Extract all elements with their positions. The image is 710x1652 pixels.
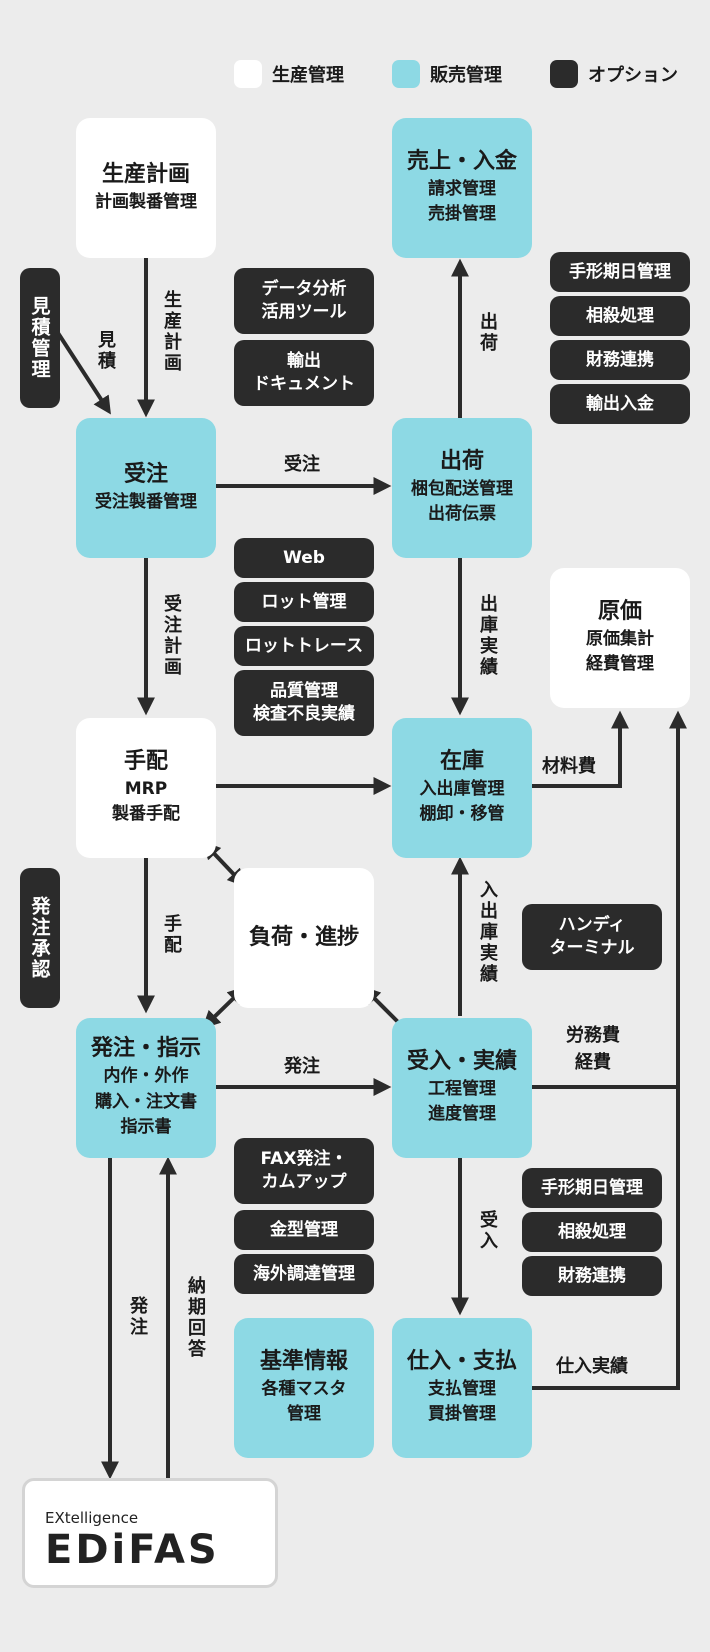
label-juchu-keikaku: 受注計画: [161, 594, 182, 678]
option-yushutsu-document: 輸出 ドキュメント: [234, 340, 374, 406]
node-title: 負荷・進捗: [248, 924, 359, 950]
option-hacchu-shonin: 発注承認: [20, 868, 60, 1008]
option-zaimu-renkei: 財務連携: [550, 340, 690, 380]
edifas-logo: EXtelligence EDiFAS: [22, 1478, 278, 1588]
node-uriage-nyukin: 売上・入金 請求管理 売掛管理: [392, 118, 532, 258]
node-title: 在庫: [439, 749, 484, 775]
legend-option: オプション: [550, 60, 678, 88]
legend-sales: 販売管理: [392, 60, 502, 88]
legend-label: オプション: [588, 65, 678, 86]
node-subtitle: 計画製番管理: [95, 191, 197, 212]
label-roumuhi-keihi: 労務費 経費: [566, 1025, 620, 1073]
node-genka: 原価 原価集計 経費管理: [550, 568, 690, 708]
node-subtitle: 受注製番管理: [95, 491, 197, 512]
legend-label: 販売管理: [430, 65, 502, 86]
node-subtitle: MRP 製番手配: [112, 778, 180, 825]
label-shiire-jisseki: 仕入実績: [556, 1356, 628, 1377]
option-kaigai-chotatsu: 海外調達管理: [234, 1254, 374, 1294]
node-title: 受入・実績: [406, 1049, 517, 1075]
legend-swatch: [234, 60, 262, 88]
legend-production: 生産管理: [234, 60, 344, 88]
label-zairyohi: 材料費: [542, 756, 596, 777]
label-juchu: 受注: [284, 454, 320, 475]
label-tehai: 手配: [161, 914, 182, 956]
label-hacchu-vertical: 発注: [127, 1296, 148, 1338]
arrow-zaiko-to-genka: [532, 710, 629, 788]
node-shiire-shiharai: 仕入・支払 支払管理 買掛管理: [392, 1318, 532, 1458]
option-tegata-kijitsu: 手形期日管理: [550, 252, 690, 292]
node-title: 出荷: [439, 449, 484, 475]
option-web: Web: [234, 538, 374, 578]
node-title: 仕入・支払: [406, 1349, 517, 1375]
node-tehai: 手配 MRP 製番手配: [76, 718, 216, 858]
node-title: 基準情報: [259, 1349, 348, 1375]
option-lot-kanri: ロット管理: [234, 582, 374, 622]
node-subtitle: 支払管理 買掛管理: [428, 1378, 496, 1425]
label-nouki-kaitou: 納期回答: [185, 1276, 206, 1360]
node-subtitle: 内作・外作 購入・注文書 指示書: [95, 1066, 197, 1138]
legend-swatch: [392, 60, 420, 88]
node-title: 発注・指示: [90, 1036, 201, 1062]
node-subtitle: 工程管理 進度管理: [428, 1078, 496, 1125]
label-hacchu: 発注: [284, 1056, 320, 1077]
option-fax-hacchu: FAX発注・ カムアップ: [234, 1138, 374, 1204]
option-sousai-shori-2: 相殺処理: [522, 1212, 662, 1252]
node-title: 受注: [123, 461, 168, 487]
option-lot-trace: ロットトレース: [234, 626, 374, 666]
node-title: 生産計画: [101, 161, 190, 187]
option-handy-terminal: ハンディ ターミナル: [522, 904, 662, 970]
node-zaiko: 在庫 入出庫管理 棚卸・移管: [392, 718, 532, 858]
arrow-mitsumori-to-juchu: [56, 331, 111, 415]
node-title: 手配: [123, 749, 168, 775]
node-ukeire-jisseki: 受入・実績 工程管理 進度管理: [392, 1018, 532, 1158]
node-hacchu-shiji: 発注・指示 内作・外作 購入・注文書 指示書: [76, 1018, 216, 1158]
option-yushutsu-nyukin: 輸出入金: [550, 384, 690, 424]
option-mitsumori-kanri: 見積管理: [20, 268, 60, 408]
option-data-bunseki: データ分析 活用ツール: [234, 268, 374, 334]
logo-small-text: EXtelligence: [45, 1509, 139, 1527]
label-mitsumori: 見積: [95, 330, 116, 372]
option-kanagata-kanri: 金型管理: [234, 1210, 374, 1250]
node-subtitle: 請求管理 売掛管理: [428, 178, 496, 225]
node-subtitle: 入出庫管理 棚卸・移管: [419, 778, 505, 825]
arrow-shiire-to-genka: [532, 710, 687, 1390]
option-hinshitsu-kanri: 品質管理 検査不良実績: [234, 670, 374, 736]
node-juchu: 受注 受注製番管理: [76, 418, 216, 558]
node-subtitle: 梱包配送管理 出荷伝票: [411, 478, 513, 525]
node-title: 原価: [597, 599, 642, 625]
legend-label: 生産管理: [272, 65, 344, 86]
node-title: 売上・入金: [406, 149, 517, 175]
node-seisan-keikaku: 生産計画 計画製番管理: [76, 118, 216, 258]
label-seisan-keikaku: 生産計画: [161, 290, 182, 374]
node-subtitle: 原価集計 経費管理: [586, 628, 654, 675]
option-sousai-shori: 相殺処理: [550, 296, 690, 336]
label-shukka: 出荷: [477, 312, 498, 354]
label-nyushukko-jisseki: 入出庫実績: [477, 880, 498, 985]
option-tegata-kijitsu-2: 手形期日管理: [522, 1168, 662, 1208]
node-kijun-joho: 基準情報 各種マスタ 管理: [234, 1318, 374, 1458]
option-zaimu-renkei-2: 財務連携: [522, 1256, 662, 1296]
node-subtitle: 各種マスタ 管理: [261, 1378, 347, 1425]
legend-swatch: [550, 60, 578, 88]
logo-big-text: EDiFAS: [45, 1527, 220, 1573]
node-shukka: 出荷 梱包配送管理 出荷伝票: [392, 418, 532, 558]
node-fuka-shinchoku: 負荷・進捗: [234, 868, 374, 1008]
label-ukeire: 受入: [477, 1210, 498, 1252]
label-shukko-jisseki: 出庫実績: [477, 594, 498, 678]
